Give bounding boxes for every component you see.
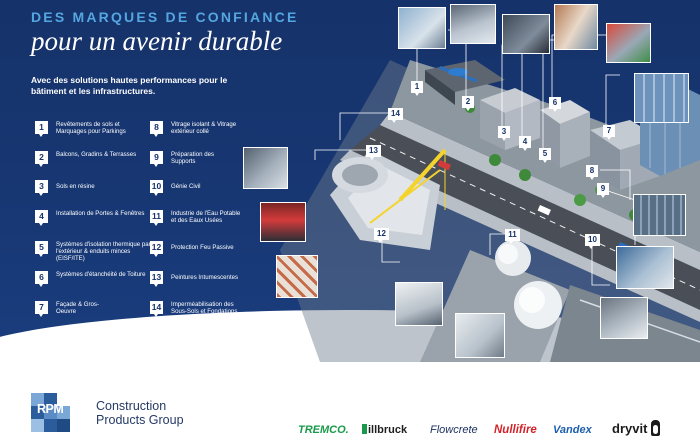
map-marker-14[interactable]: 14	[388, 108, 403, 123]
map-marker-4[interactable]: 4	[519, 136, 531, 151]
map-marker-3[interactable]: 3	[498, 126, 510, 141]
intro-text: Avec des solutions hautes performances p…	[31, 75, 228, 96]
map-marker-13[interactable]: 13	[366, 145, 381, 160]
page-title: pour un avenir durable	[31, 26, 283, 56]
rpm-logo: RPM	[31, 393, 83, 433]
map-marker-8[interactable]: 8	[586, 165, 598, 180]
map-marker-2[interactable]: 2	[462, 96, 474, 111]
illbruck-icon	[362, 424, 367, 434]
thumb-parking	[398, 7, 446, 49]
thumb-glazing	[633, 194, 686, 236]
map-marker-11[interactable]: 11	[505, 229, 520, 244]
brand-nullifire: Nullifire	[494, 424, 537, 436]
thumb-basement	[243, 147, 288, 189]
kicker-heading: DES MARQUES DE CONFIANCE	[31, 9, 299, 25]
penguin-icon	[651, 420, 661, 436]
thumb-resin-floor	[502, 14, 550, 54]
map-marker-6[interactable]: 6	[549, 97, 561, 112]
company-name: Construction Products Group	[96, 399, 184, 427]
map-marker-9[interactable]: 9	[597, 183, 609, 198]
thumb-metro	[260, 202, 306, 242]
brand-tremco: TREMCO.	[298, 424, 349, 436]
map-marker-12[interactable]: 12	[374, 228, 389, 243]
thumb-facade	[634, 73, 689, 123]
brand-vandex: Vandex	[553, 424, 592, 436]
rpm-logo-text: RPM	[37, 402, 64, 416]
brand-dryvit: dryvit	[612, 420, 661, 436]
map-marker-5[interactable]: 5	[539, 148, 551, 163]
thumb-steel	[276, 255, 318, 298]
thumb-water	[455, 313, 505, 358]
hero-panel: DES MARQUES DE CONFIANCE pour un avenir …	[0, 0, 700, 362]
thumb-fire	[395, 282, 443, 326]
rpm-logo-mark	[31, 393, 70, 432]
map-marker-7[interactable]: 7	[603, 125, 615, 140]
map-marker-10[interactable]: 10	[585, 234, 600, 249]
footer: RPM Construction Products Group TREMCO. …	[0, 362, 700, 441]
brand-illbruck: illbruck	[362, 424, 407, 436]
thumb-roofing	[606, 23, 651, 63]
thumb-windows	[554, 4, 598, 50]
isometric-city-illustration: 1 2 3 4 5 6 7 8 9 10 11 12 13 14	[240, 0, 700, 362]
map-marker-1[interactable]: 1	[411, 81, 423, 96]
thumb-balcony	[450, 4, 496, 44]
thumb-substrate	[616, 246, 674, 289]
thumb-civil	[600, 297, 648, 339]
brand-flowcrete: Flowcrete	[430, 424, 478, 436]
